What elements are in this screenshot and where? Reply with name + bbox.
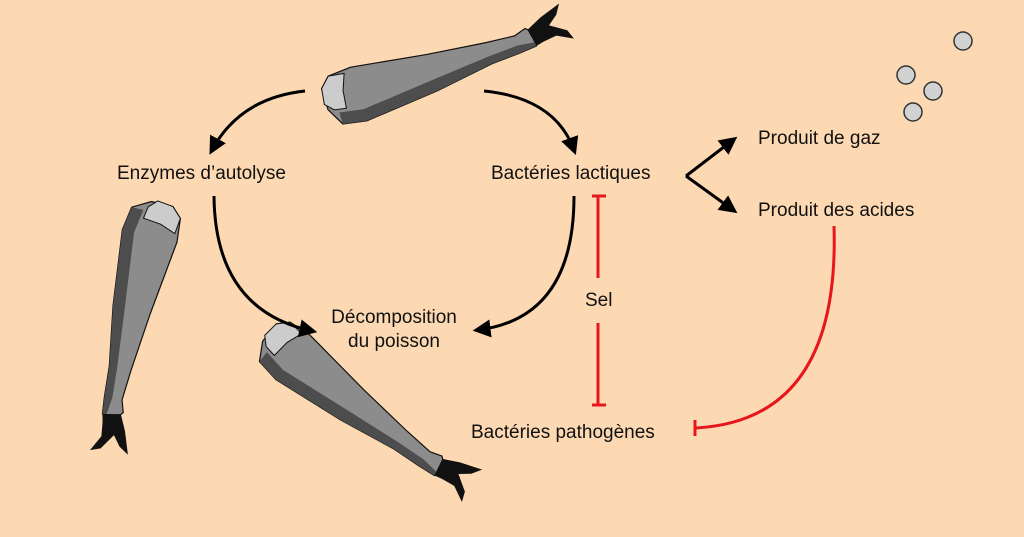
gas-bubble-icon [953, 31, 973, 51]
label-decomposition: Décomposition du poisson [314, 306, 474, 354]
gas-bubble-icon [903, 102, 923, 122]
arrow-lactic-to-gas [685, 136, 738, 178]
label-lactic-bacteria: Bactéries lactiques [491, 163, 651, 184]
fish-left-icon [71, 194, 186, 460]
gas-bubble-icon [896, 65, 916, 85]
label-autolysis: Enzymes d’autolyse [117, 163, 286, 184]
arrow-lactic-to-decomposition [472, 195, 576, 338]
arrow-fish-to-autolysis [209, 89, 306, 155]
label-decomposition-line2: du poisson [348, 331, 440, 352]
arrow-fish-to-lactic [483, 89, 579, 156]
label-acids: Produit des acides [758, 200, 915, 221]
arrow-lactic-to-acids [685, 174, 738, 214]
label-decomposition-line1: Décomposition [331, 307, 457, 328]
salt-inhibition-line [592, 194, 606, 407]
label-salt: Sel [585, 290, 613, 311]
acids-inhibition-line [693, 225, 836, 436]
fish-top-icon [315, 1, 580, 132]
arrow-autolysis-to-decomposition [212, 195, 318, 338]
label-gas: Produit de gaz [758, 128, 881, 149]
gas-bubble-icon [923, 81, 943, 101]
label-pathogens: Bactéries pathogènes [471, 422, 655, 443]
